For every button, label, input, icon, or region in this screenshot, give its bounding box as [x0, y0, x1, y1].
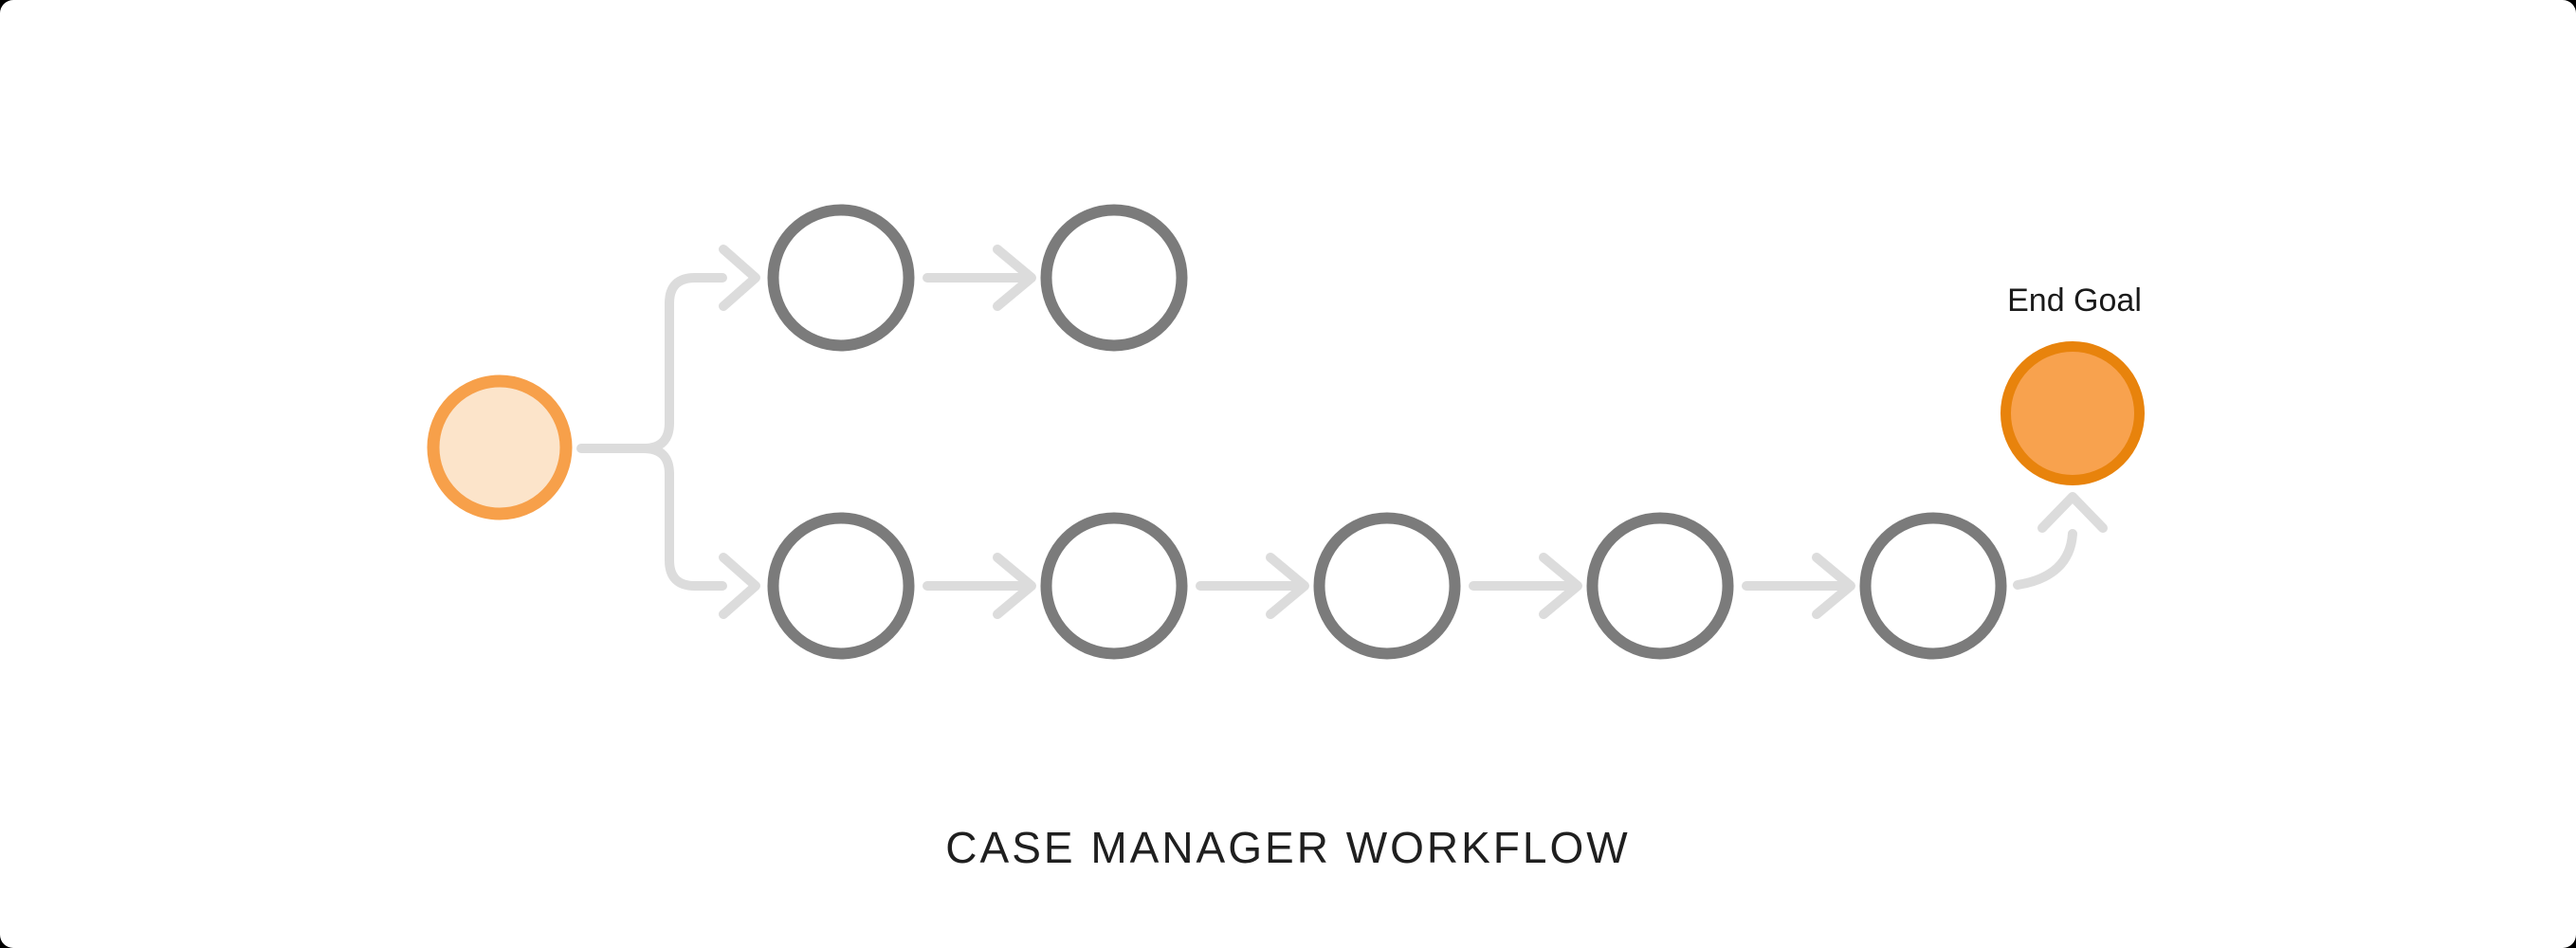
- lower-step-node-2: [1040, 512, 1188, 660]
- lower-step-node-1: [767, 512, 915, 660]
- connectors: [576, 245, 2108, 619]
- lower-arrow-4-arrowhead-icon: [1812, 553, 1855, 619]
- step-nodes: [767, 204, 2007, 660]
- end-goal-node: [2001, 341, 2145, 485]
- branch-lower-arrowhead-icon: [719, 553, 760, 619]
- lower-arrow-3-arrowhead-icon: [1539, 553, 1582, 619]
- branch-lower-curve: [639, 444, 727, 591]
- lower-step-node-4: [1586, 512, 1734, 660]
- lower-step-node-3: [1313, 512, 1461, 660]
- branch-upper-arrowhead-icon: [719, 245, 760, 311]
- branch-upper-curve: [639, 273, 727, 453]
- upper-arrow-1-arrowhead-icon: [993, 245, 1036, 311]
- upper-step-node-1: [767, 204, 915, 352]
- diagram-title: CASE MANAGER WORKFLOW: [945, 823, 1631, 872]
- lower-step-node-5: [1859, 512, 2007, 660]
- lower-arrow-1-arrowhead-icon: [993, 553, 1036, 619]
- start-node: [427, 374, 573, 520]
- end-goal-label: End Goal: [2007, 283, 2142, 319]
- final-curve-to-end-goal: [2013, 529, 2077, 590]
- lower-arrow-2-arrowhead-icon: [1266, 553, 1309, 619]
- final-arrowhead-up-icon: [2037, 492, 2108, 533]
- upper-step-node-2: [1040, 204, 1188, 352]
